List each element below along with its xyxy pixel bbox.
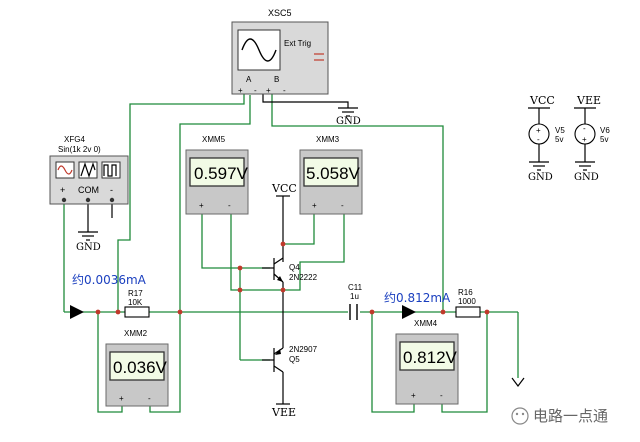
- fg-spec: Sin(1k 2v 0): [58, 145, 101, 154]
- svg-text:1000: 1000: [458, 297, 476, 306]
- output-current-note: 约0.812mA: [384, 290, 451, 305]
- xmm5-ref: XMM5: [202, 135, 226, 144]
- xmm4-reading: 0.812V: [403, 348, 458, 367]
- svg-text:-: -: [254, 86, 257, 95]
- svg-text:+: +: [60, 185, 65, 195]
- output-current-arrow: [402, 305, 416, 319]
- xmm3-ref: XMM3: [316, 135, 340, 144]
- svg-text:GND: GND: [574, 172, 599, 183]
- input-current-note: 约0.0036mA: [72, 272, 147, 287]
- scope-screen: [237, 29, 281, 71]
- supply-v5[interactable]: VCC + - GND V5 5v: [528, 94, 565, 183]
- multimeter-xmm5[interactable]: XMM5 0.597V + -: [185, 135, 249, 215]
- capacitor-c11[interactable]: C11 1u: [348, 283, 363, 320]
- supply-wiring: [87, 94, 349, 404]
- input-current-arrow: [70, 305, 84, 319]
- svg-text:-: -: [537, 135, 540, 144]
- fg-ref: XFG4: [64, 135, 85, 144]
- svg-text:电路一点通: 电路一点通: [533, 407, 608, 425]
- svg-text:-: -: [110, 185, 113, 195]
- svg-text:VCC: VCC: [271, 182, 297, 195]
- vcc-rail: VCC: [271, 182, 297, 197]
- sine-trace-icon: [241, 38, 277, 62]
- svg-text:COM: COM: [78, 185, 99, 195]
- junctions: [95, 241, 490, 315]
- svg-text:VEE: VEE: [271, 406, 296, 419]
- svg-text:5v: 5v: [600, 135, 608, 144]
- svg-text:-: -: [440, 391, 443, 400]
- xmm2-ref: XMM2: [124, 329, 148, 338]
- scope-trigger-label: Ext Trig: [284, 39, 311, 48]
- watermark: 电路一点通: [511, 407, 608, 425]
- svg-text:R17: R17: [128, 289, 143, 298]
- svg-text:+: +: [119, 394, 124, 403]
- resistor-r16[interactable]: R16 1000: [455, 288, 481, 318]
- multimeter-xmm2[interactable]: XMM2 0.036V + -: [105, 329, 169, 407]
- transistor-q4[interactable]: Q4 2N2222: [262, 257, 318, 290]
- supply-v6[interactable]: VEE - + GND V6 5v: [574, 94, 610, 183]
- multimeter-xmm3[interactable]: XMM3 5.058V + -: [299, 135, 363, 215]
- svg-text:V5: V5: [555, 126, 565, 135]
- resistor-r17[interactable]: R17 10K: [124, 289, 150, 318]
- svg-text:-: -: [148, 394, 151, 403]
- xmm4-ref: XMM4: [414, 319, 438, 328]
- svg-text:VCC: VCC: [529, 94, 555, 107]
- svg-text:+: +: [536, 126, 541, 135]
- svg-text:2N2222: 2N2222: [289, 273, 318, 282]
- output-terminal: [511, 377, 525, 387]
- svg-text:Q4: Q4: [289, 263, 300, 272]
- function-generator-xfg4[interactable]: XFG4 Sin(1k 2v 0) + COM -: [49, 135, 129, 205]
- svg-text:+: +: [266, 86, 271, 95]
- svg-text:+: +: [312, 201, 317, 210]
- svg-text:GND: GND: [336, 116, 361, 127]
- xmm5-reading: 0.597V: [194, 164, 249, 183]
- svg-text:Q5: Q5: [289, 355, 300, 364]
- svg-text:+: +: [411, 391, 416, 400]
- svg-text:-: -: [341, 201, 344, 210]
- svg-text:C11: C11: [348, 283, 363, 292]
- wechat-icon: [511, 407, 529, 425]
- oscilloscope-xsc5[interactable]: XSC5 Ext Trig A B + - + -: [231, 8, 329, 95]
- svg-text:-: -: [283, 86, 286, 95]
- xmm3-reading: 5.058V: [306, 164, 361, 183]
- svg-text:5v: 5v: [555, 135, 563, 144]
- xmm2-reading: 0.036V: [113, 358, 168, 377]
- svg-text:1u: 1u: [350, 292, 359, 301]
- svg-text:VEE: VEE: [576, 94, 601, 107]
- svg-text:+: +: [582, 135, 587, 144]
- ground-scope: GND: [336, 107, 361, 127]
- multimeter-xmm4[interactable]: XMM4 0.812V + -: [395, 319, 459, 405]
- svg-text:GND: GND: [76, 242, 101, 253]
- svg-text:V6: V6: [600, 126, 610, 135]
- svg-text:R16: R16: [458, 288, 473, 297]
- wire-network: [63, 94, 519, 413]
- svg-text:-: -: [228, 201, 231, 210]
- svg-text:+: +: [238, 86, 243, 95]
- scope-channel-b: B: [274, 75, 279, 84]
- vee-rail: VEE: [271, 403, 296, 419]
- transistor-q5[interactable]: 2N2907 Q5: [262, 345, 318, 373]
- svg-text:-: -: [583, 124, 586, 133]
- ground-fg: GND: [76, 231, 101, 253]
- scope-ref: XSC5: [268, 8, 292, 18]
- svg-text:10K: 10K: [128, 298, 143, 307]
- scope-channel-a: A: [246, 75, 252, 84]
- svg-text:+: +: [199, 201, 204, 210]
- svg-text:2N2907: 2N2907: [289, 345, 318, 354]
- svg-text:GND: GND: [528, 172, 553, 183]
